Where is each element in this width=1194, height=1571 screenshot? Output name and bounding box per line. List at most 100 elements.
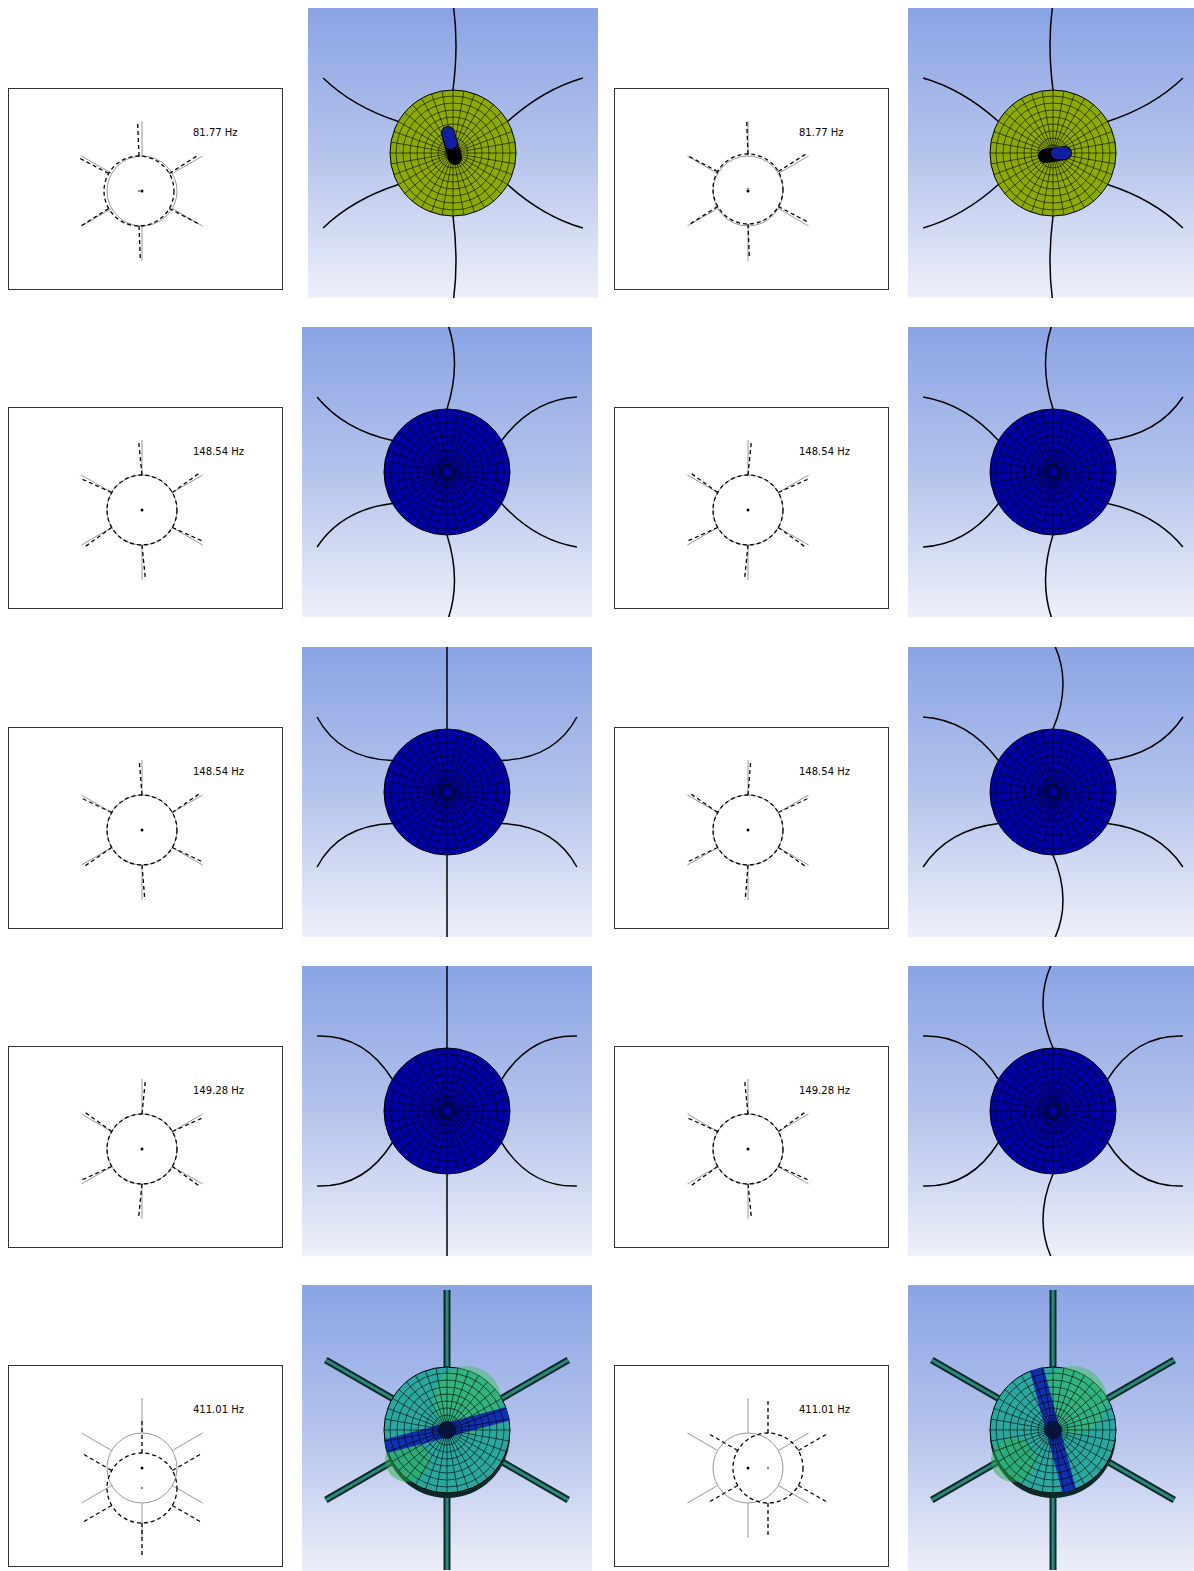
- mesh: [451, 1089, 506, 1109]
- deformed-blade: [688, 207, 718, 226]
- mesh: [447, 1048, 448, 1107]
- mode-render: [908, 8, 1194, 298]
- center-dot: [141, 509, 144, 512]
- mesh: [1054, 796, 1074, 851]
- mesh: [990, 1111, 1049, 1112]
- undeformed-hub: [713, 156, 783, 226]
- blade: [923, 504, 998, 548]
- deformed-blade: [689, 793, 718, 813]
- mode-sketch: [615, 89, 888, 289]
- mesh: [1022, 156, 1052, 207]
- mesh: [1054, 91, 1064, 149]
- deformed-blade: [139, 440, 142, 475]
- deformed-hub: [107, 475, 177, 545]
- mesh: [1042, 1368, 1052, 1426]
- mesh: [416, 1433, 446, 1484]
- mesh: [1053, 729, 1054, 788]
- blade: [932, 1462, 999, 1501]
- mesh: [1057, 1419, 1115, 1429]
- mesh: [447, 1434, 448, 1493]
- mesh: [1056, 474, 1107, 504]
- undeformed-blade: [172, 209, 202, 227]
- shaft: [1045, 153, 1065, 156]
- mode-sketch: [9, 1366, 282, 1566]
- blade: [446, 966, 448, 1048]
- mode-render: [308, 8, 598, 298]
- deformed-blade: [142, 545, 145, 580]
- mesh: [385, 461, 443, 471]
- undeformed-blade: [687, 1114, 717, 1132]
- blade: [317, 1143, 392, 1187]
- mesh: [1054, 476, 1074, 531]
- mesh: [388, 473, 443, 493]
- blade: [1053, 855, 1063, 937]
- deformed-hub: [107, 795, 177, 865]
- blade: [1046, 327, 1054, 409]
- mesh: [1056, 1433, 1101, 1471]
- deformed-blade: [778, 848, 807, 868]
- mesh: [1055, 1375, 1085, 1426]
- mesh: [436, 476, 446, 534]
- deformed-blade: [798, 1433, 828, 1451]
- deformed-hub: [733, 1433, 803, 1503]
- mesh: [1054, 410, 1064, 468]
- blade: [326, 1360, 393, 1399]
- mesh: [1054, 796, 1064, 854]
- blade: [1050, 1493, 1057, 1570]
- disk: [990, 409, 1116, 535]
- blade: [502, 717, 577, 761]
- deformed-blade: [80, 478, 112, 492]
- mesh: [425, 1052, 445, 1107]
- mesh: [450, 1433, 488, 1478]
- mesh: [455, 98, 485, 149]
- mesh: [1053, 90, 1054, 149]
- blade: [1046, 535, 1054, 617]
- mesh: [998, 122, 1049, 152]
- blade: [444, 1493, 451, 1570]
- mesh: [391, 154, 449, 164]
- mesh: [1013, 1063, 1051, 1108]
- mesh: [991, 781, 1049, 791]
- mesh: [385, 1100, 443, 1110]
- mesh: [451, 1111, 510, 1112]
- mode-sketch: [9, 89, 282, 289]
- mesh: [1045, 1422, 1061, 1438]
- frequency-label: 81.77 Hz: [193, 127, 238, 138]
- mesh: [1042, 1115, 1052, 1173]
- mesh: [399, 1114, 444, 1152]
- render-panel: [302, 327, 592, 617]
- blade: [502, 1360, 569, 1399]
- mesh: [1022, 475, 1052, 526]
- mesh: [457, 131, 512, 151]
- hub: [1044, 1421, 1062, 1439]
- deformed-blade: [745, 545, 748, 580]
- undeformed-blade: [778, 1114, 808, 1132]
- mesh: [436, 1049, 446, 1107]
- mesh: [448, 796, 468, 851]
- undeformed-blade: [81, 1114, 111, 1132]
- mesh: [1057, 793, 1115, 803]
- blade: [1108, 185, 1183, 229]
- undeformed-blade: [142, 226, 143, 261]
- blade: [1108, 717, 1183, 761]
- mesh: [991, 1100, 1049, 1110]
- render-panel: [302, 966, 592, 1256]
- mesh: [384, 1430, 443, 1431]
- mesh: [450, 1390, 495, 1428]
- deformed-blade: [139, 226, 140, 261]
- mesh: [407, 795, 445, 840]
- mesh: [392, 1080, 443, 1110]
- mesh: [413, 156, 451, 201]
- mode-sketch: [615, 408, 888, 608]
- mesh: [1054, 1115, 1064, 1173]
- sketch-box: 148.54 Hz: [8, 407, 283, 609]
- undeformed-blade: [778, 848, 808, 866]
- mesh: [399, 795, 444, 833]
- deformed-hub: [104, 156, 174, 226]
- mesh: [991, 142, 1049, 152]
- deformed-blade: [141, 1418, 142, 1453]
- mesh: [1057, 770, 1112, 790]
- mode-render: [302, 966, 592, 1256]
- mesh: [385, 781, 443, 791]
- mode-render: [908, 327, 1194, 617]
